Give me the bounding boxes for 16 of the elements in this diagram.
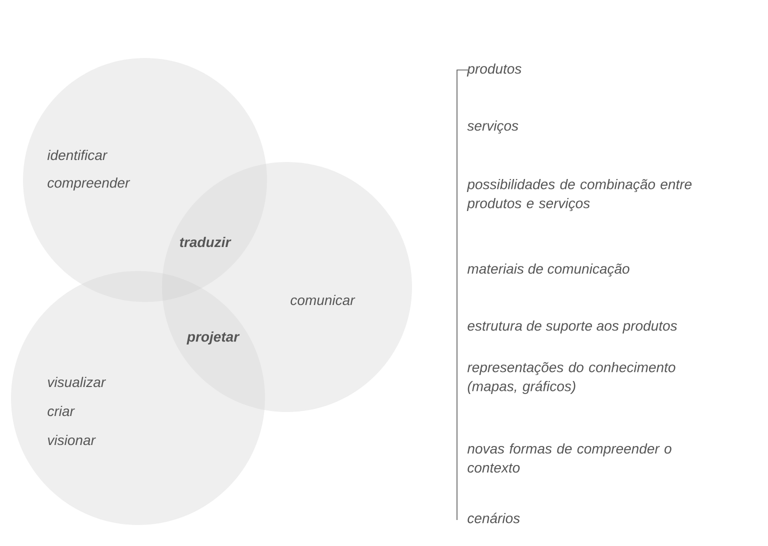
circle-label: comunicar bbox=[290, 294, 356, 306]
overlap-label: traduzir bbox=[180, 236, 232, 248]
list-item: representações do conhecimento (mapas, gráficos) bbox=[467, 362, 676, 394]
circle-label: compreender bbox=[48, 177, 130, 191]
circle-label: identificar bbox=[47, 150, 108, 160]
list-item: materiais de comunicação bbox=[467, 263, 630, 277]
list-item: cenários bbox=[468, 512, 520, 524]
list-item: serviços bbox=[467, 120, 518, 134]
circle-label: visionar bbox=[48, 434, 96, 446]
overlap-label: projetar bbox=[186, 331, 240, 345]
circle-label: criar bbox=[48, 406, 75, 416]
circle-label: visualizar bbox=[48, 376, 106, 388]
list-item: possibilidades de combinação entre produtos e serviços bbox=[466, 178, 692, 212]
list-item: produtos bbox=[466, 63, 522, 77]
list-item: novas formas de compreender o contexto bbox=[467, 443, 672, 473]
list-item: estrutura de suporte aos produtos bbox=[468, 320, 678, 334]
